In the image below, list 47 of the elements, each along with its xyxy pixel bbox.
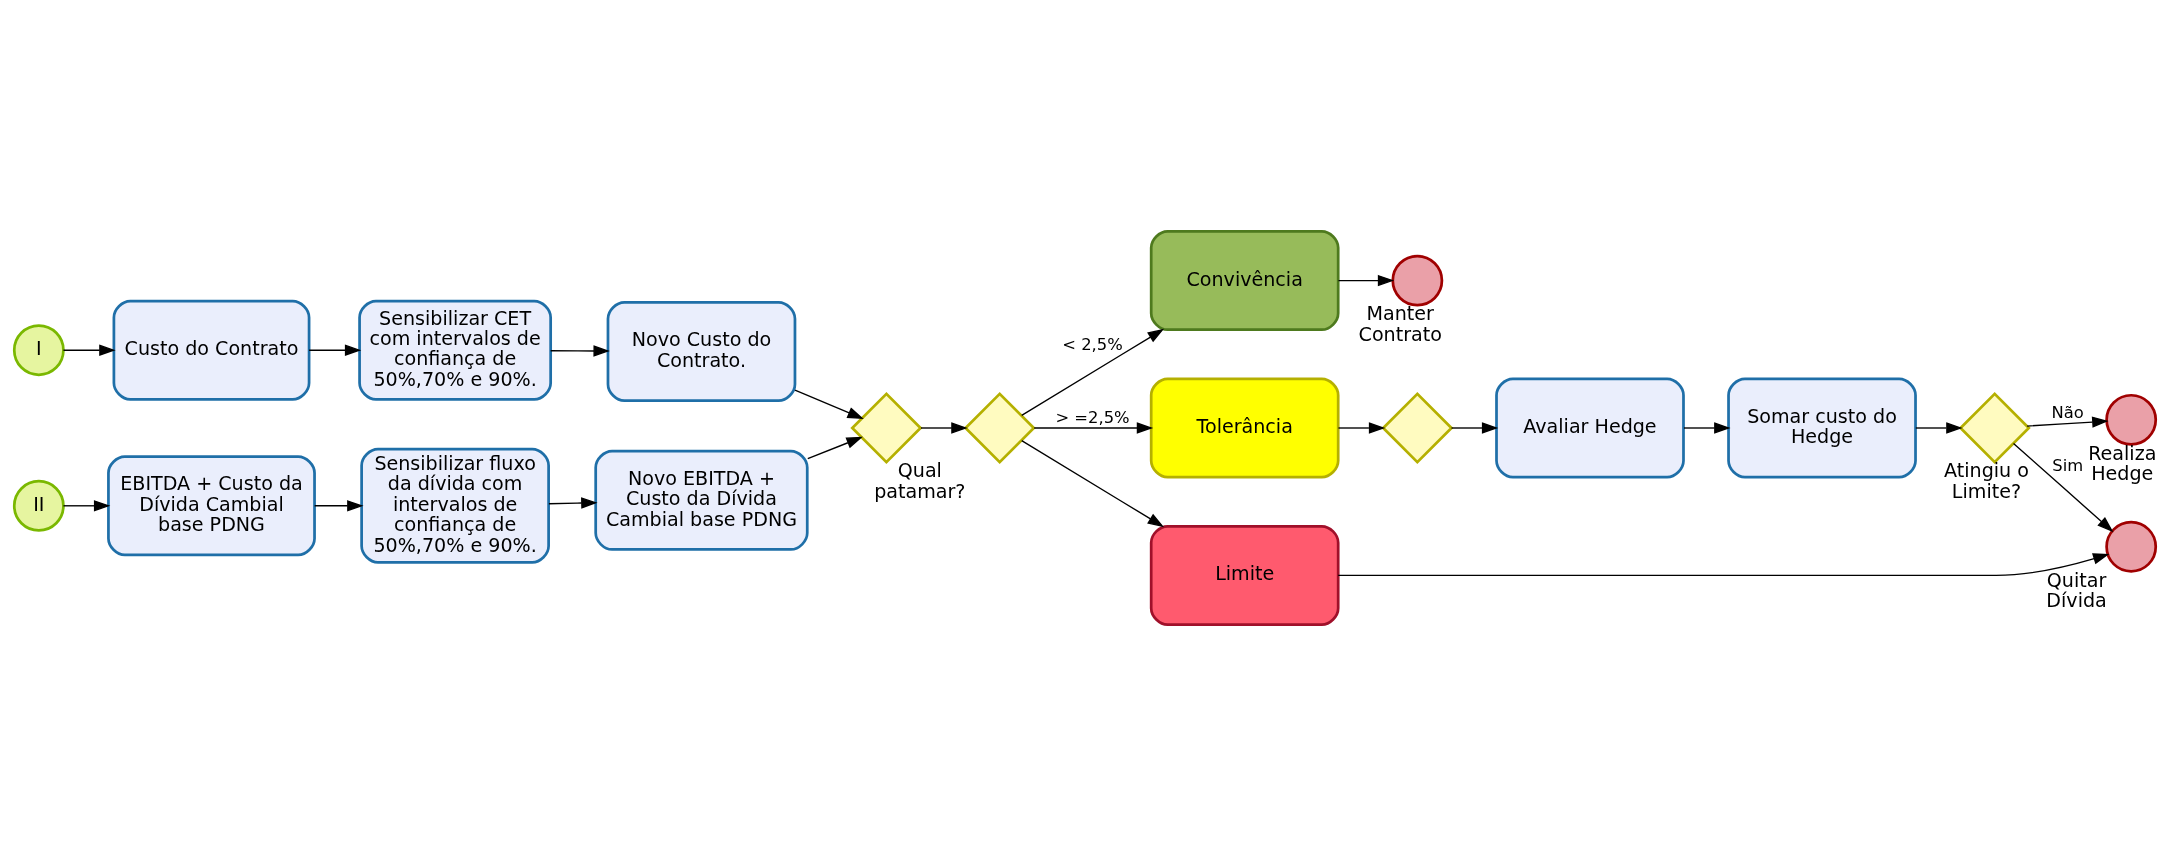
arrow — [1915, 422, 1963, 434]
arrow — [1450, 422, 1499, 434]
arrow — [1021, 328, 1165, 417]
arrow — [314, 500, 364, 512]
node-circle — [1391, 254, 1444, 307]
arrow — [1033, 422, 1154, 434]
node-circle — [2105, 393, 2158, 446]
arrow — [2012, 442, 2114, 533]
node-box: EBITDA + Custo da Dívida Cambial base PDNG — [107, 455, 316, 557]
arrow — [550, 345, 610, 357]
arrow — [1021, 439, 1165, 528]
arrow — [1337, 422, 1386, 434]
node-box: Convivência — [1149, 230, 1340, 332]
edge-label: < 2,5% — [1062, 334, 1123, 354]
arrow — [794, 389, 864, 420]
node-box: Novo EBITDA + Custo da Dívida Cambial base PDNG — [594, 449, 809, 551]
arrow — [2026, 416, 2109, 428]
arrow — [807, 436, 863, 460]
arrow — [308, 344, 362, 356]
arrow — [548, 497, 598, 509]
node-box: Tolerância — [1149, 377, 1340, 479]
node-box: Sensibilizar fluxo da dívida com intervalos de confiança de 50%,70% e 90%. — [360, 447, 550, 564]
node-label: Quitar Dívida — [2046, 568, 2107, 613]
node-circle: II — [12, 479, 65, 532]
node-label: Manter Contrato — [1358, 302, 1442, 346]
node-box: Avaliar Hedge — [1495, 377, 1685, 479]
edge-label: Não — [2051, 402, 2084, 422]
arrow — [920, 422, 968, 434]
arrow — [62, 500, 111, 512]
arrow — [1683, 422, 1731, 434]
edge-label: Sim — [2052, 456, 2084, 476]
arrow — [1337, 274, 1395, 287]
node-diamond — [963, 391, 1036, 465]
node-box: Novo Custo do Contrato. — [606, 301, 797, 403]
arrow — [62, 344, 116, 356]
node-box: Sensibilizar CET com intervalos de confiança de 50%,70% e 90%. — [358, 299, 553, 401]
node-box: Custo do Contrato — [112, 299, 311, 401]
node-circle: I — [12, 324, 65, 377]
node-circle — [2105, 520, 2158, 573]
node-box: Somar custo do Hedge — [1727, 377, 1917, 479]
arrow — [1337, 553, 2110, 577]
node-label: Atingiu o Limite? — [1944, 459, 2029, 503]
edge-label: > =2,5% — [1055, 408, 1130, 428]
node-box: Limite — [1149, 524, 1340, 626]
node-label: Realiza Hedge — [2088, 441, 2157, 486]
node-label: Qual patamar? — [874, 459, 966, 503]
node-diamond — [1381, 391, 1454, 465]
